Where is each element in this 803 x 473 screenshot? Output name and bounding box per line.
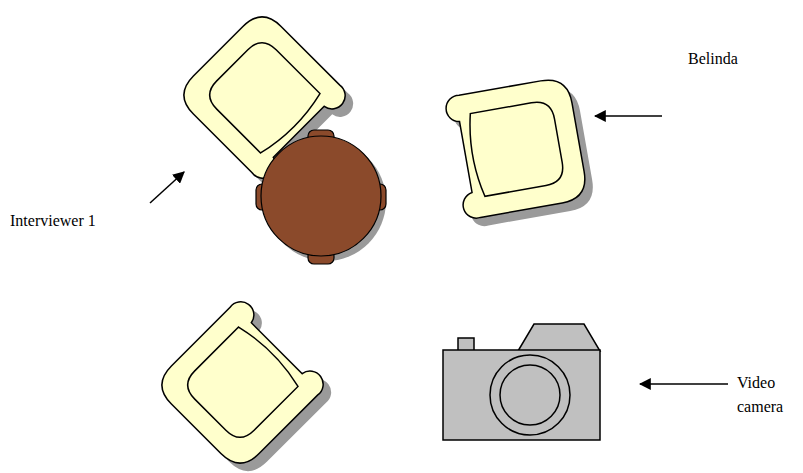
leader-line <box>595 115 662 117</box>
leader-arrows <box>150 116 728 384</box>
round-table <box>256 130 386 264</box>
chair-shadows <box>160 15 597 473</box>
leader-line <box>150 172 184 203</box>
empty-chair <box>152 296 328 472</box>
callout-label: Interviewer 1 <box>10 209 96 233</box>
callout-label: Belinda <box>688 47 738 71</box>
armchairs <box>152 7 589 473</box>
leader-line <box>640 383 728 385</box>
video-camera-icon <box>443 324 600 440</box>
callout-label: Video camera <box>737 371 797 419</box>
belinda-chair <box>444 76 589 220</box>
